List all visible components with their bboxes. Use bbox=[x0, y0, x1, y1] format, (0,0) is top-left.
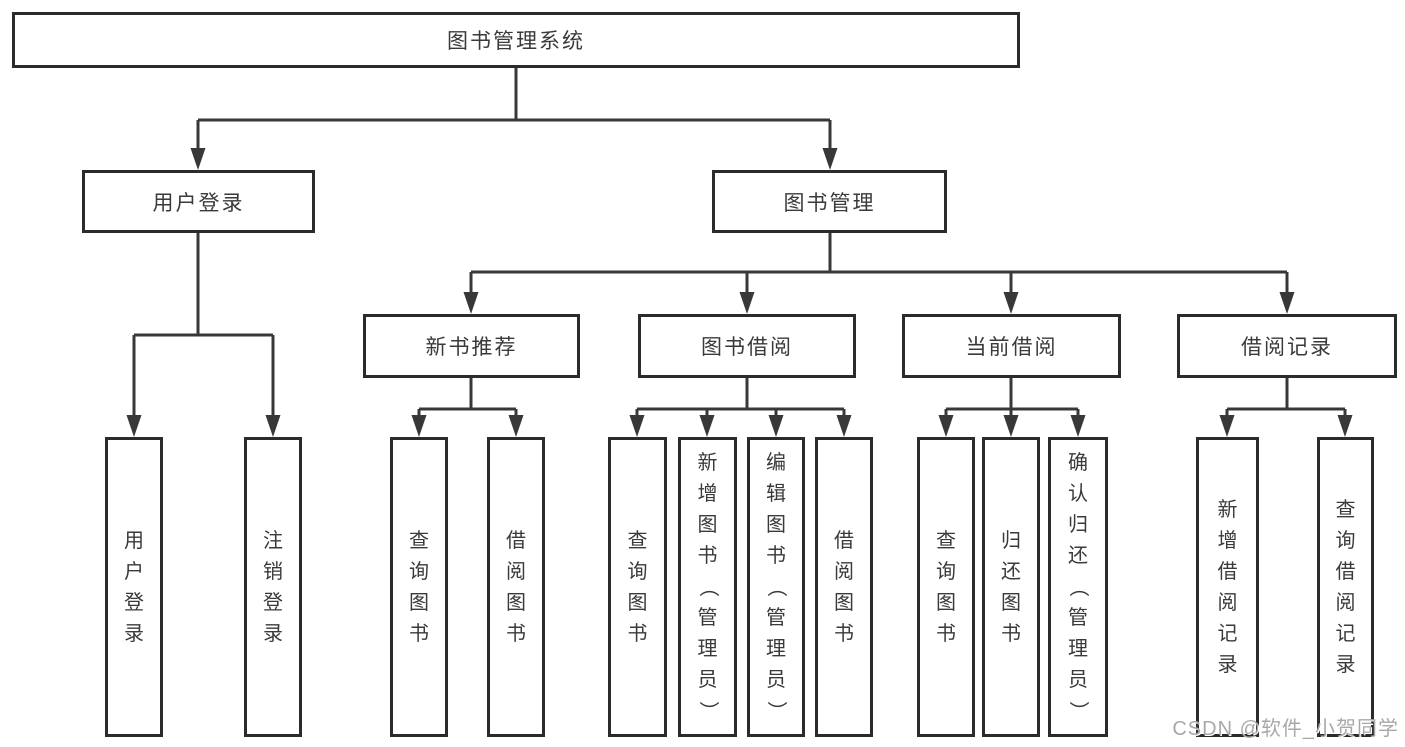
leaf-user-login: 用户登录 bbox=[105, 437, 163, 737]
node-root-system: 图书管理系统 bbox=[12, 12, 1020, 68]
leaf-logout: 注销登录 bbox=[244, 437, 302, 737]
node-user-login-label: 用户登录 bbox=[152, 191, 245, 215]
leaf-query-borrow-record: 查询借阅记录 bbox=[1317, 437, 1374, 737]
node-new-book-recommend-label: 新书推荐 bbox=[425, 336, 518, 359]
leaf-query-books-1-label: 查询图书 bbox=[409, 529, 429, 645]
node-user-login: 用户登录 bbox=[82, 170, 315, 233]
leaf-add-books-admin: 新增图书（管理员） bbox=[678, 437, 737, 737]
node-book-management: 图书管理 bbox=[712, 170, 947, 233]
node-current-borrow: 当前借阅 bbox=[902, 314, 1121, 378]
leaf-add-books-admin-label: 新增图书（管理员） bbox=[696, 452, 719, 721]
leaf-confirm-return-admin: 确认归还（管理员） bbox=[1048, 437, 1108, 737]
csdn-watermark: CSDN @软件_小贺同学 bbox=[1172, 718, 1399, 740]
leaf-borrow-books-2-label: 借阅图书 bbox=[834, 529, 854, 645]
leaf-query-borrow-record-label: 查询借阅记录 bbox=[1335, 498, 1356, 676]
node-borrow-records-label: 借阅记录 bbox=[1241, 336, 1333, 359]
leaf-query-books-3-label: 查询图书 bbox=[936, 529, 956, 645]
node-current-borrow-label: 当前借阅 bbox=[965, 336, 1058, 359]
leaf-add-borrow-record: 新增借阅记录 bbox=[1196, 437, 1259, 737]
leaf-query-books-1: 查询图书 bbox=[390, 437, 448, 737]
arrowhead-icons bbox=[126, 148, 1353, 437]
leaf-query-books-3: 查询图书 bbox=[917, 437, 975, 737]
node-new-book-recommend: 新书推荐 bbox=[363, 314, 580, 378]
leaf-borrow-books-1-label: 借阅图书 bbox=[506, 529, 526, 645]
leaf-confirm-return-admin-label: 确认归还（管理员） bbox=[1067, 452, 1089, 721]
node-book-borrow: 图书借阅 bbox=[638, 314, 856, 378]
node-book-borrow-label: 图书借阅 bbox=[701, 336, 793, 359]
leaf-user-login-label: 用户登录 bbox=[124, 529, 144, 645]
leaf-borrow-books-2: 借阅图书 bbox=[815, 437, 873, 737]
leaf-return-books-label: 归还图书 bbox=[1001, 529, 1021, 645]
leaf-logout-label: 注销登录 bbox=[263, 529, 283, 645]
leaf-add-borrow-record-label: 新增借阅记录 bbox=[1217, 498, 1238, 676]
node-root-label: 图书管理系统 bbox=[447, 30, 585, 53]
node-borrow-records: 借阅记录 bbox=[1177, 314, 1397, 378]
leaf-return-books: 归还图书 bbox=[982, 437, 1040, 737]
leaf-query-books-2: 查询图书 bbox=[608, 437, 667, 737]
leaf-edit-books-admin-label: 编辑图书（管理员） bbox=[765, 452, 787, 721]
node-book-management-label: 图书管理 bbox=[783, 191, 876, 215]
leaf-borrow-books-1: 借阅图书 bbox=[487, 437, 545, 737]
leaf-query-books-2-label: 查询图书 bbox=[627, 529, 648, 645]
leaf-edit-books-admin: 编辑图书（管理员） bbox=[747, 437, 805, 737]
